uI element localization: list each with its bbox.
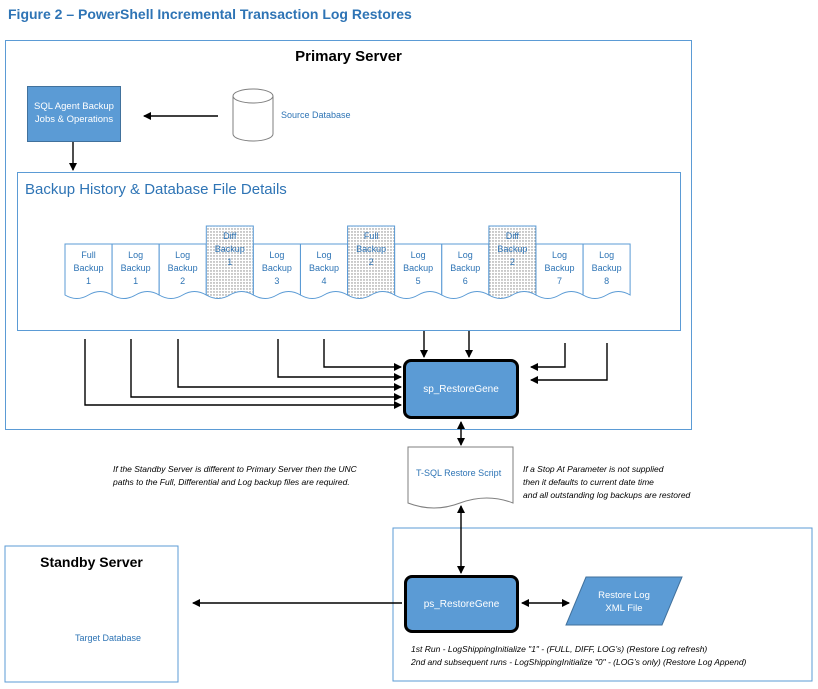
source-database-icon: [232, 88, 274, 142]
backup-file-label: Diff Backup 2: [497, 231, 528, 268]
target-database-label: Target Database: [75, 633, 142, 643]
primary-server-title: Primary Server: [295, 48, 402, 65]
backup-file-label: Full Backup 2: [356, 231, 387, 268]
backup-file-document-icon: [111, 243, 160, 299]
backup-file-document-icon: [582, 243, 631, 299]
backup-file-label: Full Backup 1: [73, 250, 104, 287]
backup-file-label: Log Backup 7: [544, 250, 575, 287]
backup-file-document-icon: [158, 243, 207, 299]
restore-log-xml-icon: [565, 576, 683, 626]
backup-file-document-icon: [535, 243, 584, 299]
backup-file-document-icon: [488, 225, 537, 299]
standby-server-panel: [4, 545, 179, 683]
tsql-script-document-icon: [407, 446, 514, 509]
backup-file-document-icon: [205, 225, 254, 299]
sp-restoregene-box: sp_RestoreGene: [403, 359, 519, 419]
backup-file-document-icon: [441, 243, 490, 299]
backup-file-label: Log Backup 4: [308, 250, 340, 287]
backup-file-document-icon: [252, 243, 301, 299]
source-database-label: Source Database: [281, 110, 351, 120]
unc-paths-note: If the Standby Server is different to Pr…: [113, 464, 357, 487]
ps-restoregene-box: ps_RestoreGene: [404, 575, 519, 633]
stop-at-note: If a Stop At Parameter is not supplied t…: [523, 464, 691, 500]
backup-file-document-icon: [64, 243, 113, 299]
standby-server-title: Standby Server: [40, 554, 143, 570]
restore-log-xml-label: Restore Log XML File: [598, 590, 650, 614]
connector-arrows: [69, 112, 608, 607]
figure-title: Figure 2 – PowerShell Incremental Transa…: [8, 6, 412, 22]
backup-file-label: Log Backup 5: [403, 250, 434, 287]
backup-file-document-icon: [394, 243, 443, 299]
sql-agent-backup-box: SQL Agent Backup Jobs & Operations: [27, 86, 121, 142]
backup-file-label: Log Backup 8: [591, 250, 622, 287]
tsql-script-label: T-SQL Restore Script: [416, 468, 502, 478]
backup-file-label: Log Backup 3: [261, 250, 292, 287]
backup-file-document-icon: [300, 243, 348, 299]
first-run-note: 1st Run - LogShippingInitialize "1" - (F…: [411, 644, 708, 654]
backup-file-document-icon: [347, 225, 396, 299]
backup-file-label: Diff Backup 1: [214, 231, 245, 268]
backup-file-label: Log Backup 2: [167, 250, 198, 287]
backup-file-label: Log Backup 6: [450, 250, 481, 287]
backup-files-group: [64, 225, 631, 299]
backup-history-title: Backup History & Database File Details: [25, 181, 287, 198]
backup-file-label: Log Backup 1: [120, 250, 151, 287]
subsequent-runs-note: 2nd and subsequent runs - LogShippingIni…: [411, 657, 747, 667]
